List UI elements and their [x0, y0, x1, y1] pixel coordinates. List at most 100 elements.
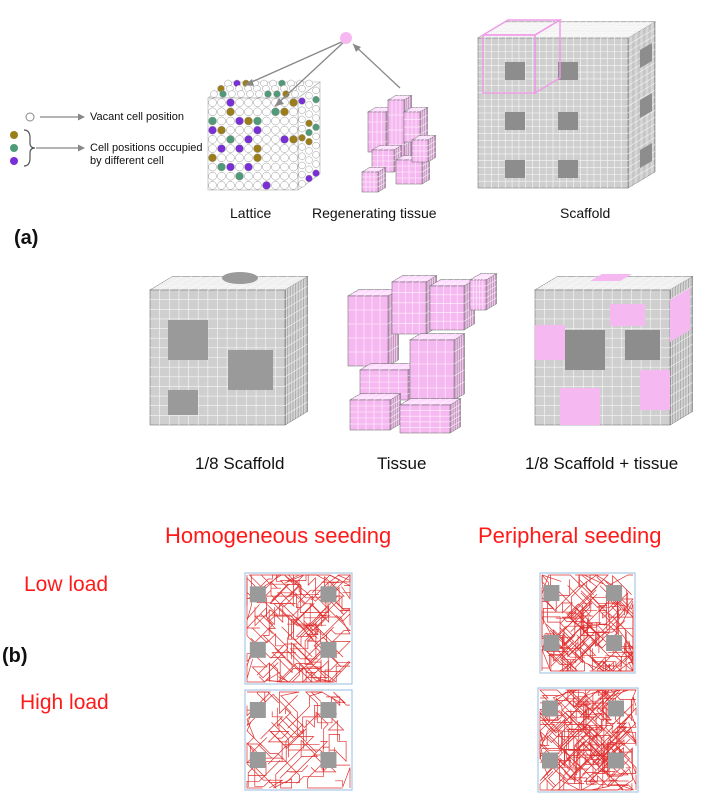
cell-trace [607, 778, 634, 791]
cell-trace [264, 671, 335, 683]
cell-trace [246, 639, 279, 679]
cell-trace [580, 735, 618, 760]
cell-trace [247, 745, 287, 787]
legend [10, 112, 85, 167]
cell-trace [246, 692, 270, 717]
tissue-patch [610, 304, 645, 326]
cell-trace [590, 585, 629, 619]
cell-trace [591, 606, 625, 647]
cell-trace [260, 693, 292, 727]
tissue-patch [535, 325, 565, 360]
regenerating-tissue-label: Regenerating tissue [312, 205, 437, 221]
cell-trace [561, 593, 598, 622]
cell-trace [603, 574, 633, 586]
cell-trace [563, 756, 577, 779]
trace-plot-homogeneous-low [244, 572, 353, 685]
scaffold-pillar [608, 700, 624, 717]
cell-trace [570, 646, 597, 672]
scaffold-body [476, 21, 657, 189]
cell-trace [246, 577, 294, 606]
cell-trace [555, 580, 594, 619]
arrows-to-cell [244, 32, 401, 107]
cell-trace [311, 574, 345, 617]
scaffold-hole [558, 160, 578, 178]
cell-trace [254, 581, 284, 627]
cell-trace [270, 618, 314, 666]
eighth-scaffold-label: 1/8 Scaffold [195, 454, 285, 473]
cell-trace [549, 629, 614, 672]
cell-trace [269, 592, 306, 621]
scaffold-pillar [249, 586, 266, 603]
row-label-high-load: High load [20, 691, 109, 714]
tissue-label: Tissue [377, 454, 427, 473]
panel-a-graphics [10, 18, 657, 193]
cell-trace [596, 728, 620, 768]
scaffold-pillar [543, 585, 560, 601]
cell-trace [568, 727, 597, 785]
scaffold-cube [476, 18, 657, 189]
scaffold-pillar [320, 641, 337, 658]
panel-b-label: (b) [2, 645, 28, 667]
legend-cell-teal [10, 144, 18, 152]
cell-trace [571, 660, 582, 672]
cell-trace [579, 710, 607, 748]
cell-trace [269, 658, 313, 683]
legend-brace [23, 129, 36, 167]
cell-trace [341, 586, 351, 600]
cell-trace [307, 575, 351, 649]
legend-occupied-text: Cell positions occupied by different cel… [90, 142, 203, 167]
cell-trace [246, 759, 281, 789]
tissue-block [348, 393, 402, 431]
scaffold-cutout [168, 320, 208, 360]
column-header-homogeneous: Homogeneous seeding [165, 523, 392, 548]
cell-trace [304, 691, 340, 724]
cell-trace [607, 689, 636, 700]
cell-trace [569, 752, 600, 775]
cell-trace [566, 699, 612, 738]
cell-trace [308, 650, 342, 672]
eighth-scaffold-cube [148, 272, 309, 426]
cell-trace [256, 662, 270, 682]
scaffold-pillar [543, 635, 560, 651]
cell-trace [335, 767, 351, 788]
trace-plot-peripheral-low [539, 572, 636, 674]
cell-trace [576, 634, 610, 672]
scaffold-pillar [320, 752, 337, 768]
cell-trace [595, 612, 634, 663]
scaffold-hole [640, 143, 652, 168]
cell-trace [566, 740, 585, 770]
legend-arrowhead-vacant [78, 113, 85, 121]
cell-trace [565, 700, 600, 747]
scaffold-hole [640, 93, 652, 118]
tissue-block [360, 166, 387, 193]
cell-trace [551, 709, 570, 748]
scaffold-hole [558, 112, 578, 130]
cell-trace [247, 691, 280, 704]
tissue-block [398, 398, 462, 434]
scaffold-pillar [542, 700, 558, 717]
trace-plot-homogeneous-high [244, 689, 353, 791]
tissue-block [408, 333, 466, 401]
cell-trace [287, 574, 320, 598]
cell-trace [269, 592, 296, 607]
single-tissue-cell [340, 32, 352, 44]
cell-trace [584, 727, 618, 781]
cell-trace [275, 574, 300, 615]
cell-trace [271, 584, 315, 658]
scaffold-pillar [249, 702, 266, 718]
cell-trace [556, 726, 585, 767]
cell-trace [305, 666, 333, 683]
cell-trace [279, 691, 317, 753]
cell-trace [558, 739, 593, 774]
cell-trace [281, 595, 343, 648]
cell-trace [591, 595, 620, 633]
cell-trace [260, 613, 322, 673]
cell-trace [541, 574, 592, 597]
cell-trace [251, 627, 298, 659]
scaffold-plus-tissue-label: 1/8 Scaffold + tissue [525, 454, 679, 473]
cell-trace [315, 711, 329, 749]
scaffold-pillar [608, 752, 624, 769]
cell-trace [624, 783, 633, 791]
column-header-peripheral: Peripheral seeding [478, 523, 662, 548]
